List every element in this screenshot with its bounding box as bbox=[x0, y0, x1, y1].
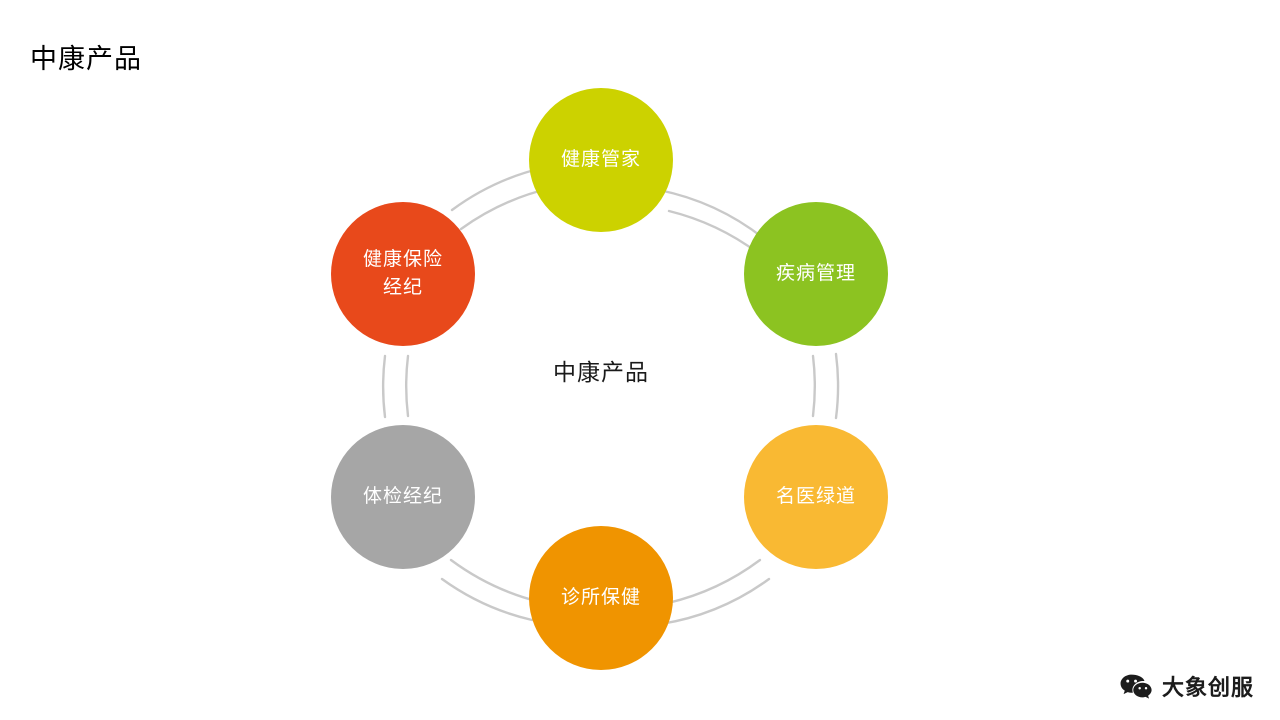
connector-arc-5 bbox=[382, 354, 387, 419]
diagram-center-label: 中康产品 bbox=[553, 360, 649, 386]
connector-arc-4 bbox=[440, 577, 534, 622]
node-checkup-brokerage[interactable]: 体检经纪 bbox=[331, 425, 475, 569]
node-disease-management[interactable]: 疾病管理 bbox=[744, 202, 888, 346]
connector-arc-2b bbox=[811, 354, 816, 418]
page-title: 中康产品 bbox=[30, 44, 142, 75]
connector-arc-2 bbox=[834, 352, 840, 420]
watermark: 大象创服 bbox=[1119, 670, 1254, 702]
node-label: 疾病管理 bbox=[775, 262, 856, 285]
connector-arc-3 bbox=[666, 558, 762, 605]
node-label: 健康保险 经纪 bbox=[362, 248, 443, 298]
connector-arc-3b bbox=[659, 577, 771, 626]
node-health-steward[interactable]: 健康管家 bbox=[529, 88, 673, 232]
node-label: 体检经纪 bbox=[362, 485, 443, 508]
connector-arc-5b bbox=[405, 354, 410, 418]
node-famous-doctor-greenway[interactable]: 名医绿道 bbox=[744, 425, 888, 569]
connector-arcs bbox=[382, 166, 840, 626]
connector-arc-4b bbox=[449, 558, 542, 604]
watermark-text: 大象创服 bbox=[1161, 676, 1254, 701]
connector-arc-1b bbox=[667, 209, 760, 255]
node-label: 健康管家 bbox=[560, 148, 641, 171]
node-clinic-healthcare[interactable]: 诊所保健 bbox=[529, 526, 673, 670]
cycle-diagram: 健康管家 疾病管理 名医绿道 诊所保健 体检经纪 健康保险 经纪 中康产品 bbox=[280, 60, 940, 690]
connector-arc-1 bbox=[657, 188, 769, 243]
node-label: 名医绿道 bbox=[775, 485, 856, 508]
connector-arc-6 bbox=[450, 166, 544, 212]
node-health-insurance-brokerage[interactable]: 健康保险 经纪 bbox=[331, 202, 475, 346]
wechat-icon bbox=[1120, 674, 1152, 699]
node-label: 诊所保健 bbox=[560, 586, 641, 609]
